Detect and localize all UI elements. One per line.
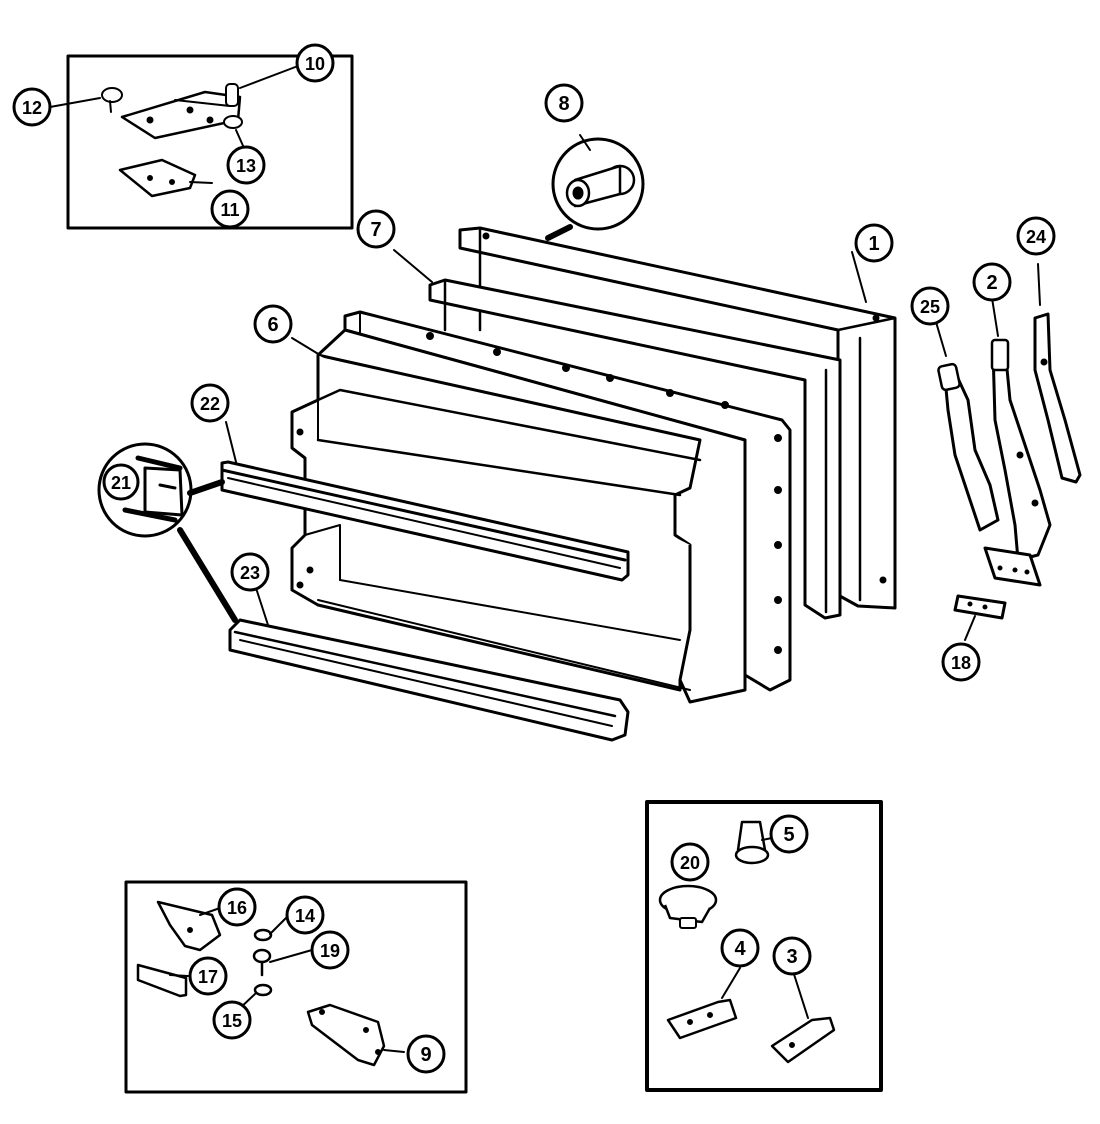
callout-7: 7 <box>356 209 396 249</box>
svg-text:23: 23 <box>240 563 260 583</box>
callout-23: 23 <box>230 552 270 592</box>
callout-14: 14 <box>285 895 325 935</box>
callout-15: 15 <box>212 1000 252 1040</box>
svg-text:17: 17 <box>198 967 218 987</box>
svg-text:21: 21 <box>111 473 131 493</box>
svg-text:6: 6 <box>267 314 278 336</box>
hardware-inset-left <box>124 880 468 1094</box>
svg-text:4: 4 <box>734 938 746 960</box>
detail-8 <box>545 134 645 241</box>
callout-13: 13 <box>226 145 266 185</box>
callout-3: 3 <box>772 936 812 976</box>
svg-text:12: 12 <box>22 98 42 118</box>
svg-text:20: 20 <box>680 853 700 873</box>
callout-6: 6 <box>253 304 293 344</box>
svg-text:10: 10 <box>305 54 325 74</box>
callout-4: 4 <box>720 928 760 968</box>
svg-text:25: 25 <box>920 297 940 317</box>
callout-20: 20 <box>670 842 710 882</box>
callout-11: 11 <box>210 189 250 229</box>
hinge-inset <box>49 54 354 230</box>
svg-text:8: 8 <box>558 93 569 115</box>
callout-21: 21 <box>102 463 140 501</box>
callout-18: 18 <box>941 642 981 682</box>
svg-text:14: 14 <box>295 906 315 926</box>
svg-text:1: 1 <box>868 233 879 255</box>
callout-24: 24 <box>1016 216 1056 256</box>
svg-text:3: 3 <box>786 946 797 968</box>
svg-text:9: 9 <box>420 1044 431 1066</box>
callout-25: 25 <box>910 286 950 326</box>
svg-text:24: 24 <box>1026 227 1046 247</box>
callout-12: 12 <box>12 87 52 127</box>
callout-22: 22 <box>190 383 230 423</box>
callout-8: 8 <box>544 83 584 123</box>
svg-text:15: 15 <box>222 1011 242 1031</box>
callout-1: 1 <box>854 223 894 263</box>
callout-19: 19 <box>310 930 350 970</box>
svg-text:19: 19 <box>320 941 340 961</box>
callout-9: 9 <box>406 1034 446 1074</box>
door-assembly <box>220 226 897 742</box>
svg-text:2: 2 <box>986 272 997 294</box>
hardware-inset-right <box>645 800 883 1092</box>
callout-2: 2 <box>972 262 1012 302</box>
svg-text:16: 16 <box>227 898 247 918</box>
svg-text:13: 13 <box>236 156 256 176</box>
handles-group <box>935 263 1082 641</box>
callout-17: 17 <box>188 956 228 996</box>
callouts: 1 2 3 4 5 6 7 8 9 10 11 12 13 14 15 16 1… <box>12 43 1056 1074</box>
svg-text:22: 22 <box>200 394 220 414</box>
svg-text:7: 7 <box>370 219 381 241</box>
callout-10: 10 <box>295 43 335 83</box>
callout-16: 16 <box>217 887 257 927</box>
svg-text:11: 11 <box>220 200 239 220</box>
callout-5: 5 <box>769 814 809 854</box>
svg-text:5: 5 <box>783 824 794 846</box>
svg-text:18: 18 <box>951 653 971 673</box>
